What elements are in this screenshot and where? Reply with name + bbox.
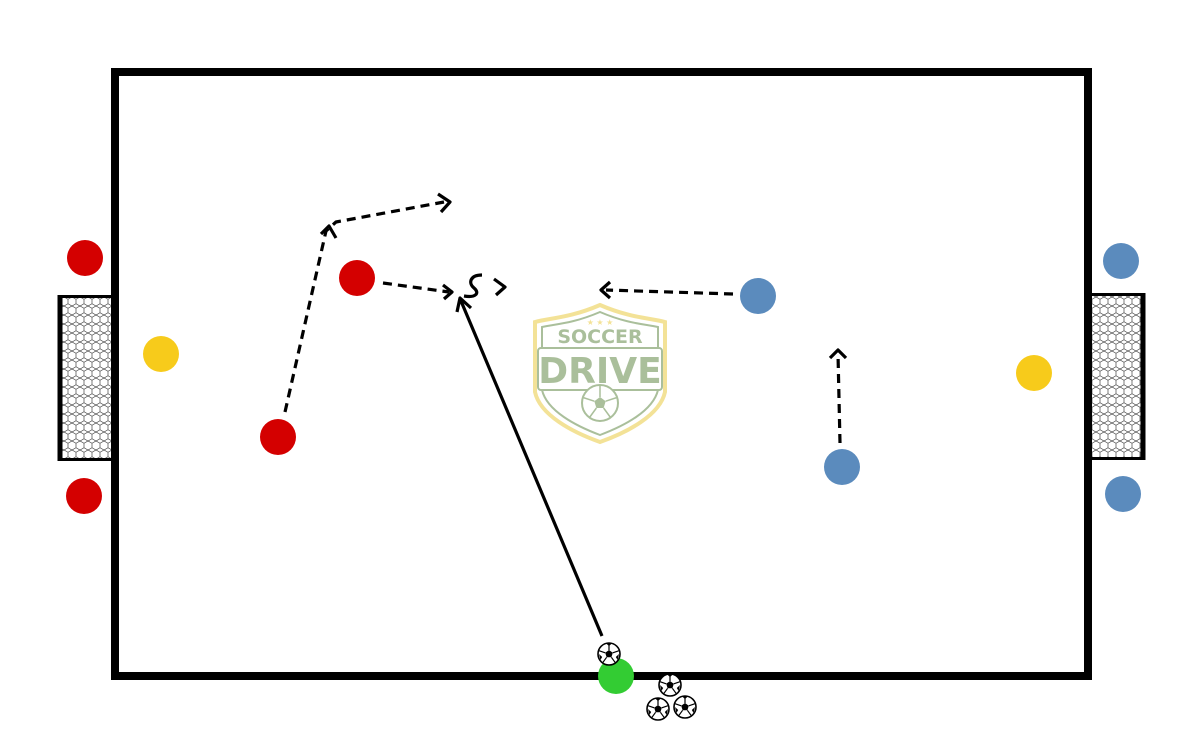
watermark-top-text: SOCCER	[557, 326, 643, 348]
pass-arrow	[455, 296, 604, 637]
dashed-run-arrow	[828, 348, 848, 444]
soccer-ball-icon	[597, 642, 621, 666]
watermark-ball-icon	[581, 384, 619, 422]
dribble-arrow	[463, 273, 507, 299]
soccer-ball-icon	[646, 697, 670, 721]
goal-net-icon	[57, 295, 113, 461]
blue-player	[1103, 243, 1139, 279]
dashed-run-arrow	[283, 192, 452, 413]
red-player	[66, 478, 102, 514]
goal-net-icon	[1090, 293, 1146, 460]
green-server	[598, 658, 634, 694]
soccer-drive-watermark: SOCCER ★ ★ ★ DRIVE	[533, 302, 667, 445]
soccer-ball-icon	[658, 673, 682, 697]
yellow-keeper	[143, 336, 179, 372]
soccer-ball-icon	[673, 695, 697, 719]
red-player	[339, 260, 375, 296]
dashed-run-arrow	[599, 280, 734, 300]
watermark-stars: ★ ★ ★	[587, 318, 614, 327]
yellow-keeper	[1016, 355, 1052, 391]
dashed-run-arrow	[382, 281, 454, 301]
blue-player	[1105, 476, 1141, 512]
blue-player	[824, 449, 860, 485]
movement-arrows	[283, 192, 848, 637]
blue-player	[740, 278, 776, 314]
red-player	[260, 419, 296, 455]
red-player	[67, 240, 103, 276]
players	[66, 240, 1141, 694]
